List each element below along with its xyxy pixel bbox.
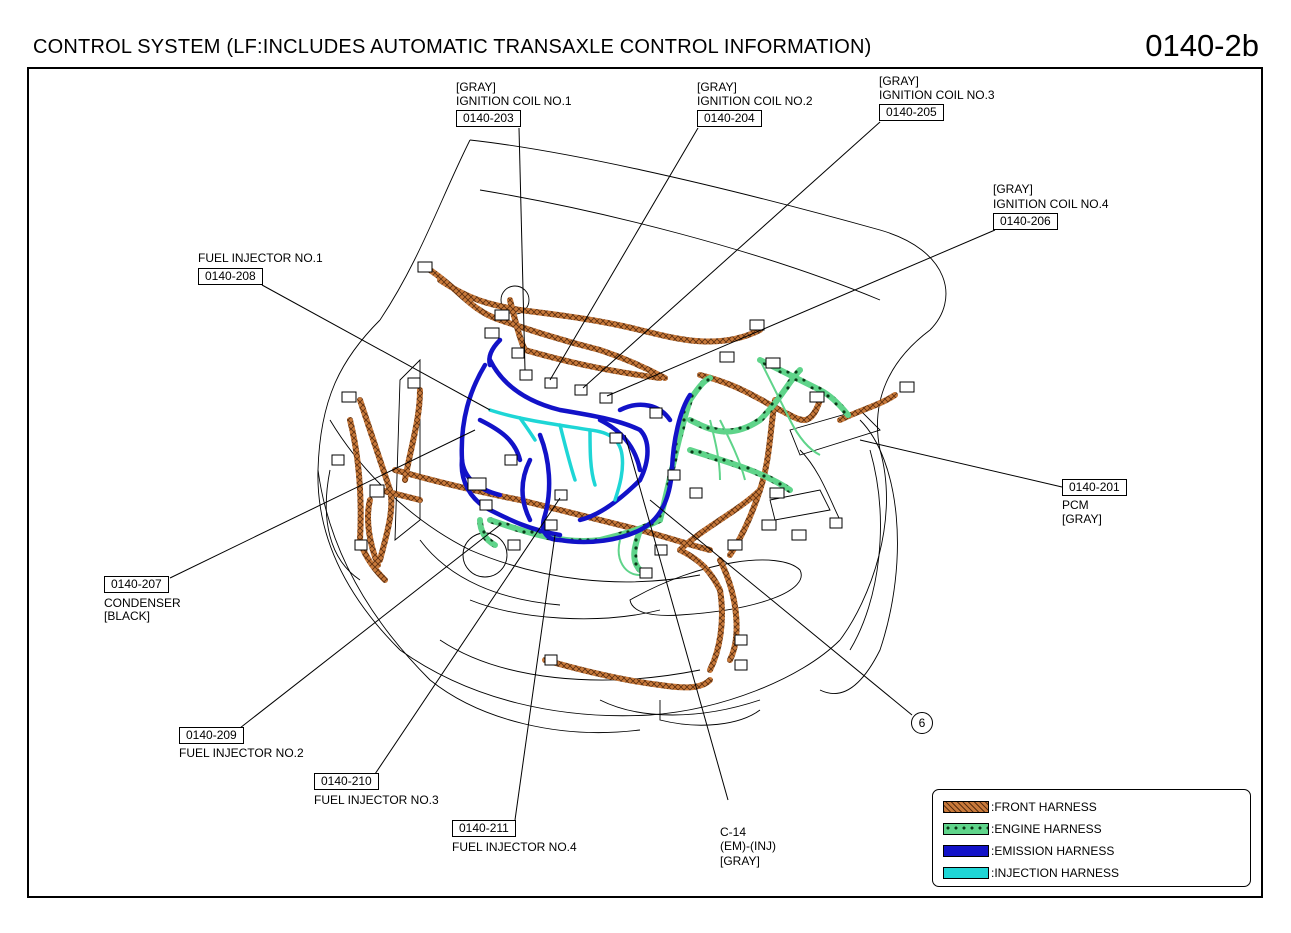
fuel-injector-2-code: 0140-209 — [179, 727, 244, 744]
ign-coil-1-code: 0140-203 — [456, 110, 521, 127]
connector-blocks — [331, 261, 915, 671]
condenser-code: 0140-207 — [104, 576, 169, 593]
callout-6: 6 — [911, 712, 933, 734]
legend-injection-swatch — [943, 867, 989, 879]
legend-front-label: :FRONT HARNESS — [991, 800, 1097, 814]
legend-injection: :INJECTION HARNESS — [943, 866, 1119, 880]
fuel-injector-4-code: 0140-211 — [452, 820, 516, 837]
c14-color: [GRAY] — [720, 854, 760, 868]
ign-coil-2-code: 0140-204 — [697, 110, 762, 127]
emission-harness-wires — [459, 337, 693, 545]
fuel-injector-3-name: FUEL INJECTOR NO.3 — [314, 793, 439, 807]
fuel-injector-4-name: FUEL INJECTOR NO.4 — [452, 840, 577, 854]
ign-coil-3-name: IGNITION COIL NO.3 — [879, 88, 995, 102]
diagram-frame — [27, 67, 1263, 898]
leader-lines — [169, 121, 1063, 821]
legend-injection-label: :INJECTION HARNESS — [991, 866, 1120, 880]
legend-emission-swatch — [943, 845, 989, 857]
pcm-color: [GRAY] — [1062, 512, 1102, 526]
ign-coil-3-code: 0140-205 — [879, 104, 944, 121]
ign-coil-1-name: IGNITION COIL NO.1 — [456, 94, 572, 108]
fuel-injector-3-code: 0140-210 — [314, 773, 379, 790]
c14-code: C-14 — [720, 825, 747, 839]
ign-coil-3-color: [GRAY] — [879, 74, 919, 88]
ign-coil-2-name: IGNITION COIL NO.2 — [697, 94, 813, 108]
legend-front: :FRONT HARNESS — [943, 800, 1097, 814]
fuel-injector-2-name: FUEL INJECTOR NO.2 — [179, 746, 304, 760]
legend-front-swatch — [943, 801, 989, 813]
fuel-injector-1-name: FUEL INJECTOR NO.1 — [198, 251, 323, 265]
injection-harness-wires — [488, 408, 625, 502]
vehicle-outline — [317, 139, 947, 733]
ign-coil-4-code: 0140-206 — [993, 213, 1058, 230]
engine-thin-wires — [617, 359, 821, 576]
legend-engine-swatch — [943, 823, 989, 835]
ign-coil-1-color: [GRAY] — [456, 80, 496, 94]
ign-coil-4-name: IGNITION COIL NO.4 — [993, 197, 1109, 211]
pcm-code: 0140-201 — [1062, 479, 1127, 496]
front-harness-wires — [347, 267, 898, 691]
condenser-color: [BLACK] — [104, 609, 151, 623]
legend-engine-label: :ENGINE HARNESS — [991, 822, 1102, 836]
ign-coil-4-color: [GRAY] — [993, 182, 1033, 196]
legend-emission: :EMISSION HARNESS — [943, 844, 1114, 858]
ign-coil-2-color: [GRAY] — [697, 80, 737, 94]
harness-legend: :FRONT HARNESS :ENGINE HARNESS :EMISSION… — [932, 789, 1251, 887]
legend-emission-label: :EMISSION HARNESS — [991, 844, 1115, 858]
pcm-name: PCM — [1062, 498, 1089, 512]
page-title: CONTROL SYSTEM (LF:INCLUDES AUTOMATIC TR… — [33, 36, 872, 58]
condenser-name: CONDENSER — [104, 596, 181, 610]
page-number: 0140-2b — [1145, 28, 1259, 63]
fuel-injector-1-code: 0140-208 — [198, 268, 263, 285]
legend-engine: :ENGINE HARNESS — [943, 822, 1102, 836]
c14-name: (EM)-(INJ) — [720, 839, 776, 853]
